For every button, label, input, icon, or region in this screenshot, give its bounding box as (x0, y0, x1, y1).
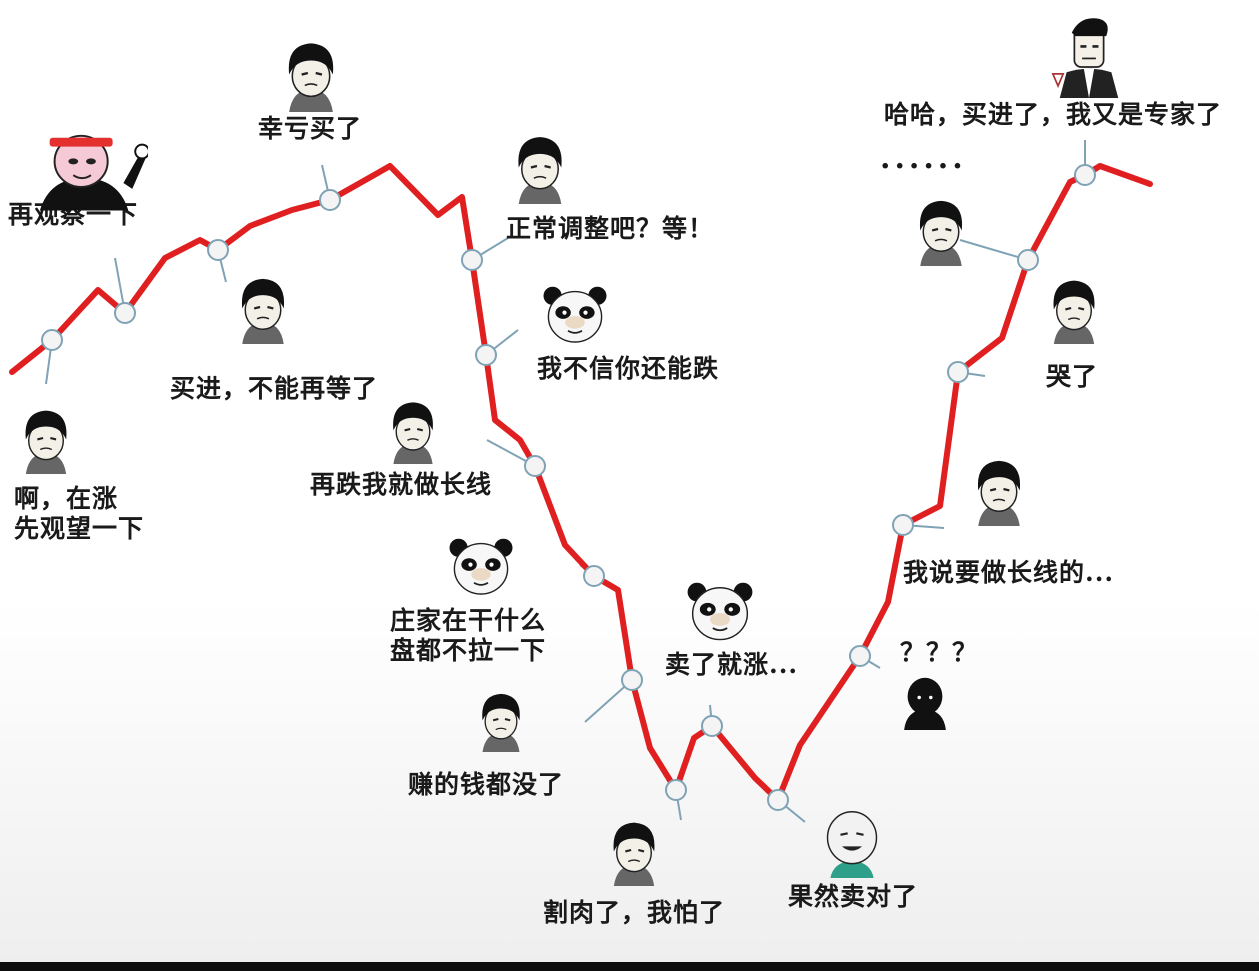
curve-node (524, 455, 546, 477)
curve-node (665, 779, 687, 801)
curve-node (1017, 249, 1039, 271)
curve-node (621, 669, 643, 691)
curve-node (114, 302, 136, 324)
curve-node (475, 344, 497, 366)
curve-node (319, 189, 341, 211)
panda-face-icon (540, 286, 610, 346)
label-profit-gone: 赚的钱都没了 (408, 770, 565, 799)
label-said-long-term: 我说要做长线的... (903, 558, 1115, 587)
curve-node (1074, 164, 1096, 186)
bowl-cut-face-icon (272, 34, 350, 112)
curve-node (41, 329, 63, 351)
suit-man-face-icon (1046, 12, 1132, 98)
curve-node (461, 249, 483, 271)
label-cut-loss: 割肉了，我怕了 (543, 898, 726, 927)
curve-node (701, 715, 723, 737)
curve-node (892, 514, 914, 536)
label-cried: 哭了 (1046, 362, 1099, 391)
label-dont-believe: 我不信你还能跌 (537, 354, 720, 383)
bowl-cut-face-icon (1038, 272, 1110, 344)
curve-nodes (41, 164, 1096, 811)
bowl-cut-face-icon (10, 402, 82, 474)
curve-node (207, 239, 229, 261)
silhouette-face-icon (896, 672, 954, 730)
curve-node (583, 565, 605, 587)
label-dots: ...... (880, 141, 967, 176)
label-dealer-doing: 庄家在干什么 盘都不拉一下 (390, 606, 547, 665)
bowl-cut-face-icon (904, 192, 978, 266)
bowl-cut-face-icon (598, 814, 670, 886)
bowl-cut-face-icon (502, 128, 578, 204)
bowl-cut-face-icon (468, 686, 534, 752)
curve-node (947, 361, 969, 383)
panda-face-icon (446, 538, 516, 598)
curve-node (849, 645, 871, 667)
bowl-cut-face-icon (378, 394, 448, 464)
label-rising-wait: 啊，在涨 先观望一下 (14, 484, 145, 543)
headband-face-icon (30, 124, 148, 213)
price-curve (9, 163, 1153, 803)
label-normal-adjust: 正常调整吧？等！ (506, 214, 715, 243)
label-buy-in: 买进，不能再等了 (170, 374, 379, 403)
label-long-term-if-drop: 再跌我就做长线 (310, 470, 493, 499)
round-face-icon (816, 806, 888, 878)
leader-line (959, 239, 1029, 261)
bowl-cut-face-icon (962, 452, 1036, 526)
label-question: ？？？ (900, 638, 979, 667)
label-rises-after-sell: 卖了就涨... (665, 650, 799, 679)
bowl-cut-face-icon (226, 270, 300, 344)
label-expert-again: 哈哈，买进了，我又是专家了 (884, 100, 1223, 129)
curve-node (767, 789, 789, 811)
panda-face-icon (684, 582, 756, 643)
label-sold-right: 果然卖对了 (788, 882, 919, 911)
bottom-bar (0, 962, 1259, 971)
label-lucky-bought: 幸亏买了 (258, 114, 363, 143)
